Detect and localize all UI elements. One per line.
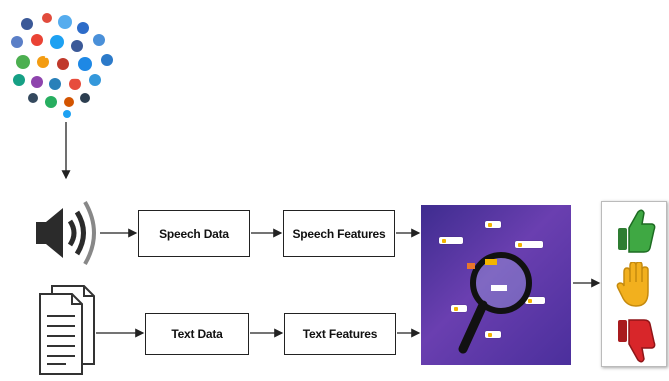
speech-features-label: Speech Features <box>292 226 386 241</box>
sentiment-analysis-image <box>421 205 571 365</box>
thumbs-up-icon <box>618 209 656 253</box>
magnifier-icon <box>458 252 532 354</box>
text-data-label: Text Data <box>171 327 223 341</box>
feedback-tag <box>451 305 467 312</box>
speech-data-label: Speech Data <box>159 226 229 241</box>
feedback-tag <box>525 297 545 304</box>
thumbs-down-icon <box>618 319 656 363</box>
speech-features-box: Speech Features <box>283 210 395 257</box>
social-media-cloud-icon <box>11 13 113 118</box>
feedback-tag <box>515 241 543 248</box>
feedback-tag <box>485 331 501 338</box>
text-features-label: Text Features <box>302 327 378 341</box>
speaker-icon <box>36 200 96 266</box>
document-icon <box>39 285 95 375</box>
feedback-tag <box>439 237 463 244</box>
speech-data-box: Speech Data <box>138 210 250 257</box>
text-features-box: Text Features <box>284 313 396 355</box>
sentiment-output-panel <box>601 201 667 367</box>
feedback-tag <box>485 221 501 228</box>
text-data-box: Text Data <box>145 313 249 355</box>
open-hand-icon <box>616 262 649 307</box>
